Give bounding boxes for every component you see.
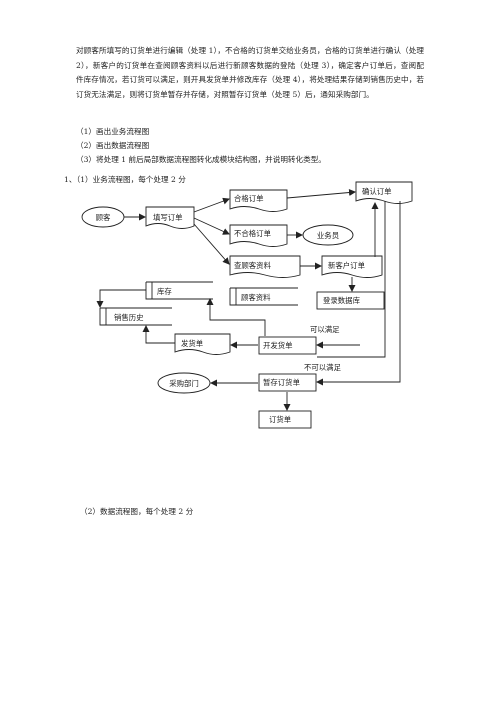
inventory-label: 库存 [157,287,172,296]
inventory-store [145,281,213,300]
intro-paragraph: 对顾客所填写的订货单进行编辑（处理 1），不合格的订货单交给业务员，合格的订货单… [76,46,424,99]
customer-info-label: 顾客资料 [241,293,271,302]
qualified-order-node [229,189,288,212]
confirm-order-label: 确认订单 [362,187,392,196]
delivery-note-label: 发货单 [181,339,203,348]
order-note-label: 订货单 [269,415,291,424]
question-2: （2）画出数据流程图 [76,141,150,150]
unqualified-order-node [229,224,288,247]
answer-heading: 1、（1）业务流程图，每个处理 2 分 [64,175,186,184]
question-3: （3）将处理 1 前后局部数据流程图转化成模块结构图，并说明转化类型。 [76,155,326,164]
sales-history-label: 销售历史 [114,313,144,322]
delivery-note-node [174,333,231,355]
unqualified-order-label: 不合格订单 [234,229,271,238]
confirm-order-node [355,181,413,204]
section2-heading: （2）数据流程图，每个处理 2 分 [80,507,194,516]
hold-order-label: 暂存订货单 [263,378,300,387]
fill-order-label: 填写订单 [153,213,183,222]
question-1: （1）画出业务流程图 [76,127,150,136]
salesman-node [302,224,354,246]
new-customer-order-node [321,255,383,278]
check-customer-info-label: 查顾客资料 [234,261,272,270]
customer-info-store [229,287,298,306]
can-satisfy-label: 可以满足 [310,325,340,334]
problem-statement: 对顾客所填写的订货单进行编辑（处理 1），不合格的订货单交给业务员，合格的订货单… [76,44,424,102]
new-customer-order-label: 新客户订单 [328,261,365,270]
qualified-order-label: 合格订单 [234,194,264,203]
register-database-node [316,291,385,310]
order-note-node [258,410,312,429]
check-customer-info-node [229,255,301,278]
salesman-label: 业务员 [317,231,339,240]
customer-label: 顾客 [96,213,111,222]
fill-order-node [145,206,195,229]
issue-delivery-label: 开发货单 [263,341,293,350]
cannot-satisfy-label: 不可以满足 [304,363,342,372]
purchasing-dept-label: 采购部门 [169,379,199,388]
register-database-label: 登录数据库 [323,296,361,305]
